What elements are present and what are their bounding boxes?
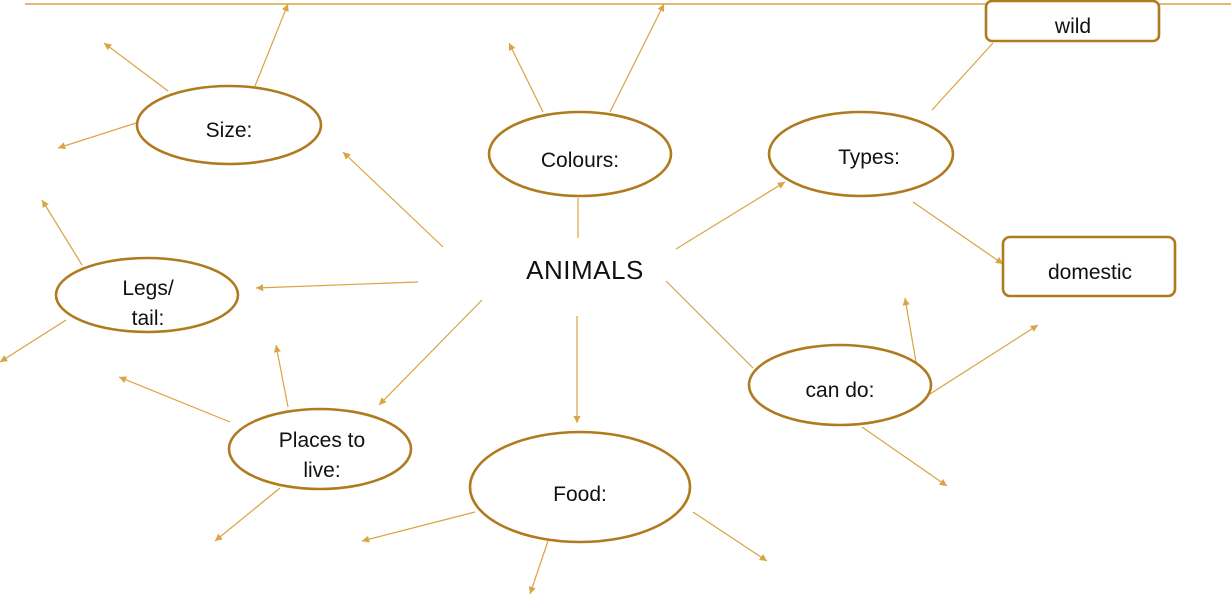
node-colours-shape <box>487 110 673 198</box>
arrow-size-upper-left <box>103 42 169 92</box>
arrow-places-down <box>214 487 281 542</box>
node-legs-tail-shape <box>54 256 240 334</box>
node-places-label-line2: live: <box>303 459 341 482</box>
arrow-food-right <box>692 511 768 562</box>
node-colours-label: Colours: <box>540 149 620 172</box>
node-size-shape <box>135 84 323 166</box>
line-types-to-wild <box>931 42 994 111</box>
arrow-size-top <box>254 3 289 87</box>
center-title: ANIMALS <box>526 255 644 285</box>
node-types-label: Types: <box>838 146 900 169</box>
arrow-places-left <box>118 376 231 423</box>
arrow-colours-upper-left <box>508 42 544 113</box>
arrow-food-down <box>528 540 549 595</box>
arrow-types-to-domestic <box>912 201 1004 265</box>
arrow-legs-up <box>41 199 83 266</box>
arrow-center-to-places <box>378 299 483 406</box>
arrow-food-left <box>361 511 476 543</box>
arrow-legs-down <box>0 319 67 363</box>
arrow-colours-top <box>609 3 665 113</box>
arrow-cando-upper-right <box>929 324 1039 395</box>
arrow-center-to-types <box>675 181 786 250</box>
line-center-to-cando <box>665 280 754 369</box>
arrow-size-left <box>57 122 137 150</box>
node-food-label: Food: <box>553 483 607 506</box>
node-legs-tail-label-line2: tail: <box>131 307 165 330</box>
node-size-label: Size: <box>205 119 253 142</box>
arrow-center-to-size <box>342 151 444 248</box>
arrow-cando-down <box>861 426 948 487</box>
node-places-shape <box>227 407 413 491</box>
node-places-label-line1: Places to <box>278 429 366 452</box>
node-legs-tail-label-line1: Legs/ <box>122 277 174 300</box>
box-wild-shape <box>984 0 1161 43</box>
node-food-shape <box>468 430 692 544</box>
arrow-places-up <box>273 344 289 408</box>
arrow-cando-up <box>902 297 917 363</box>
node-cando-label: can do: <box>805 379 875 402</box>
box-domestic-label: domestic <box>1047 261 1133 284</box>
box-domestic-shape <box>1001 235 1177 298</box>
node-cando-shape <box>747 343 933 427</box>
box-wild-label: wild <box>1054 15 1092 38</box>
arrow-center-to-legs <box>255 281 419 292</box>
node-types-shape <box>767 110 955 198</box>
